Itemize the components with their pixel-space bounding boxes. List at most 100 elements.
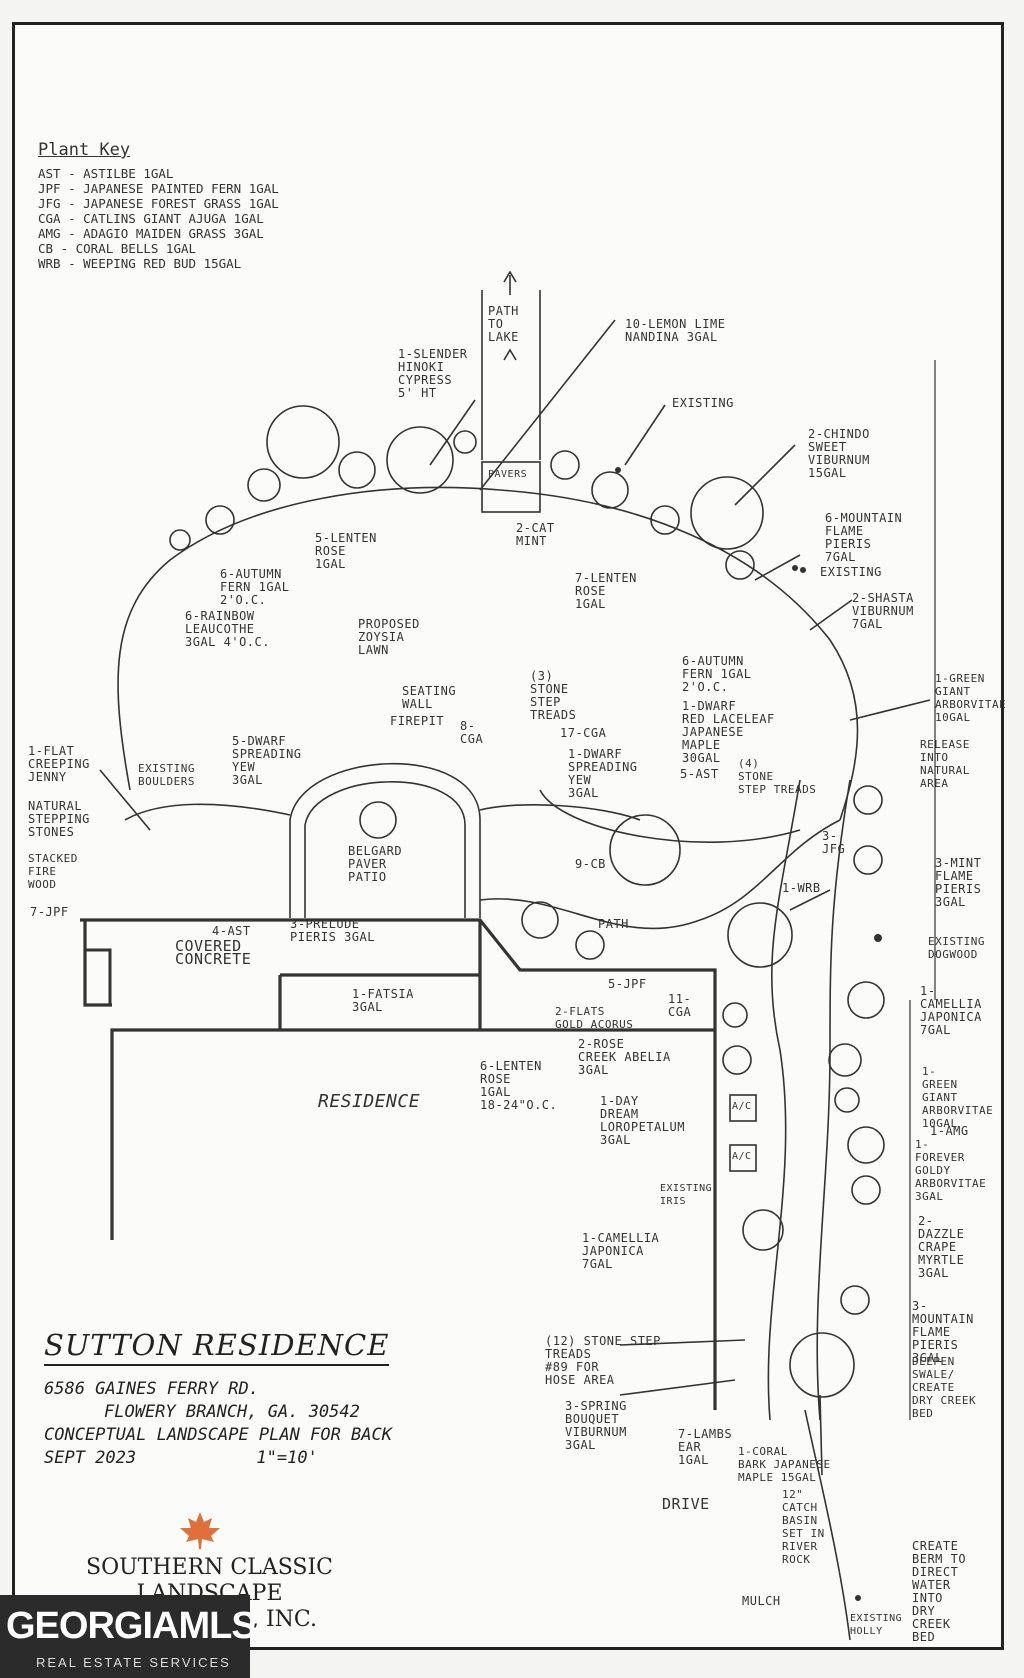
company-line-1: SOUTHERN CLASSIC: [86, 1555, 333, 1580]
label-release: RELEASE INTO NATURAL AREA: [920, 738, 970, 790]
label-camellia-bottom: 1-CAMELLIA JAPONICA 7GAL: [582, 1231, 660, 1271]
lawn-boundary: [117, 486, 859, 821]
label-path-to-lake: PATH TO LAKE: [488, 304, 519, 344]
plant-key-item: JPF - JAPANESE PAINTED FERN 1GAL: [38, 181, 279, 196]
label-ac-2: A/C: [732, 1151, 752, 1162]
label-day-dream: 1-DAY DREAM LOROPETALUM 3GAL: [600, 1094, 685, 1147]
label-coral-bark: 1-CORAL BARK JAPANESE MAPLE 15GAL: [738, 1445, 831, 1484]
label-chindo: 2-CHINDO SWEET VIBURNUM 15GAL: [808, 427, 870, 480]
label-existing-holly: EXISTING HOLLY: [850, 1613, 903, 1637]
label-dwarf-yew-1: 1-DWARF SPREADING YEW 3GAL: [568, 747, 638, 800]
label-existing-boulders: EXISTING BOULDERS: [138, 762, 195, 788]
label-seating-wall: SEATING WALL: [402, 684, 457, 711]
company-name: SOUTHERN CLASSIC LANDSCAPE , INC.: [86, 1555, 333, 1633]
label-mulch: MULCH: [742, 1594, 781, 1608]
plan-description: CONCEPTUAL LANDSCAPE PLAN FOR BACK: [44, 1425, 392, 1445]
patio-arch: [289, 762, 481, 918]
plant-key-item: AMG - ADAGIO MAIDEN GRASS 3GAL: [38, 226, 264, 241]
plant-key: Plant Key AST - ASTILBE 1GAL JPF - JAPAN…: [38, 140, 279, 271]
label-path: PATH: [598, 917, 629, 931]
project-title: SUTTON RESIDENCE: [44, 1328, 390, 1366]
watermark-brand: GEORGIAMLS: [6, 1605, 257, 1647]
label-pavers: PAVERS: [488, 469, 528, 480]
label-covered-concrete: COVERED CONCRETE: [175, 937, 252, 968]
plant-key-item: AST - ASTILBE 1GAL: [38, 166, 174, 181]
label-ast-4: 4-AST: [212, 924, 251, 938]
label-existing-iris: EXISTING IRIS: [660, 1183, 713, 1207]
wrb-circle: [727, 902, 793, 968]
label-forever-goldy: 1- FOREVER GOLDY ARBORVITAE 3GAL: [915, 1138, 987, 1203]
camellia-circle: [742, 1209, 784, 1251]
label-stone-step-12: (12) STONE STEP TREADS #89 FOR HOSE AREA: [545, 1334, 661, 1387]
label-dwarf-yew-5: 5-DWARF SPREADING YEW 3GAL: [232, 734, 302, 787]
label-mountain-flame-6: 6-MOUNTAIN FLAME PIERIS 7GAL: [825, 511, 903, 564]
coral-bark-circle: [789, 1332, 855, 1398]
label-stone-step-4: (4) STONE STEP TREADS: [738, 757, 817, 796]
label-autumn-fern-right: 6-AUTUMN FERN 1GAL 2'O.C.: [682, 654, 752, 694]
label-jpf-7: 7-JPF: [30, 905, 69, 919]
hinoki-circle: [386, 426, 454, 494]
label-cga-17: 17-CGA: [560, 726, 607, 740]
label-amg-1: 1-AMG: [930, 1124, 969, 1138]
label-green-giant-top: 1-GREEN GIANT ARBORVITAE 10GAL: [935, 672, 1007, 724]
chindo-circle: [690, 476, 764, 550]
label-catch-basin: 12" CATCH BASIN SET IN RIVER ROCK: [782, 1488, 825, 1566]
label-mint-flame-3: 3-MINT FLAME PIERIS 3GAL: [935, 856, 982, 909]
label-existing-dogwood: EXISTING DOGWOOD: [928, 935, 985, 961]
label-jfg-3: 3- JFG: [822, 829, 846, 856]
garden-path: [767, 779, 801, 1421]
label-existing-top: EXISTING: [672, 396, 734, 410]
label-stacked-wood: STACKED FIRE WOOD: [28, 852, 78, 891]
label-rose-creek: 2-ROSE CREEK ABELIA 3GAL: [578, 1037, 671, 1077]
plant-key-title: Plant Key: [38, 140, 131, 160]
plant-key-item: CGA - CATLINS GIANT AJUGA 1GAL: [38, 211, 264, 226]
label-spring-bouquet: 3-SPRING BOUQUET VIBURNUM 3GAL: [565, 1399, 627, 1452]
label-firepit: FIREPIT: [390, 714, 445, 728]
label-rainbow: 6-RAINBOW LEAUCOTHE 3GAL 4'O.C.: [185, 609, 270, 649]
label-shasta: 2-SHASTA VIBURNUM 7GAL: [852, 591, 914, 631]
plan-scale: 1"=10': [256, 1448, 318, 1468]
label-drive: DRIVE: [662, 1495, 710, 1513]
label-stone-step-3: (3) STONE STEP TREADS: [530, 669, 577, 722]
label-jpf-5: 5-JPF: [608, 977, 647, 991]
maple-circle: [609, 814, 681, 886]
address-line-2: FLOWERY BRANCH, GA. 30542: [104, 1402, 360, 1422]
georgia-mls-watermark: GEORGIAMLS REAL ESTATE SERVICES: [0, 1595, 257, 1678]
label-cb-9: 9-CB: [575, 857, 606, 871]
plant-key-item: CB - CORAL BELLS 1GAL: [38, 241, 197, 256]
address-line-1: 6586 GAINES FERRY RD.: [44, 1379, 259, 1399]
label-deepen-swale: DEEPEN SWALE/ CREATE DRY CREEK BED: [912, 1355, 977, 1420]
label-lambs-ear: 7-LAMBS EAR 1GAL: [678, 1427, 733, 1467]
label-cga-11: 11- CGA: [668, 992, 692, 1019]
label-prelude: 3-PRELUDE PIERIS 3GAL: [290, 917, 375, 944]
label-create-berm: CREATE BERM TO DIRECT WATER INTO DRY CRE…: [912, 1539, 967, 1644]
label-residence: RESIDENCE: [318, 1091, 421, 1112]
label-gold-acorus: 2-FLATS GOLD ACORUS: [555, 1005, 634, 1031]
label-fatsia: 1-FATSIA 3GAL: [352, 987, 414, 1014]
label-slender-hinoki: 1-SLENDER HINOKI CYPRESS 5' HT: [398, 347, 468, 400]
plan-date: SEPT 2023: [44, 1448, 137, 1468]
maple-leaf-icon: [180, 1512, 220, 1549]
bed-curve: [479, 819, 841, 930]
label-lenten-7: 7-LENTEN ROSE 1GAL: [575, 571, 637, 611]
label-ast-5: 5-AST: [680, 767, 719, 781]
label-natural-stones: NATURAL STEPPING STONES: [28, 799, 90, 839]
plant-key-item: JFG - JAPANESE FOREST GRASS 1GAL: [38, 196, 279, 211]
label-cga-8: 8- CGA: [460, 719, 484, 746]
label-lemon-lime: 10-LEMON LIME NANDINA 3GAL: [625, 317, 726, 344]
ac-box-2: [729, 1144, 757, 1172]
plant-key-item: WRB - WEEPING RED BUD 15GAL: [38, 256, 242, 271]
title-block: SUTTON RESIDENCE 6586 GAINES FERRY RD. F…: [44, 1328, 392, 1470]
label-proposed-lawn: PROPOSED ZOYSIA LAWN: [358, 617, 420, 657]
company-line-3: , INC.: [252, 1607, 317, 1632]
firepit-circle: [359, 801, 397, 839]
label-autumn-fern-top: 6-AUTUMN FERN 1GAL 2'O.C.: [220, 567, 290, 607]
label-ac-1: A/C: [732, 1101, 752, 1112]
label-dwarf-red: 1-DWARF RED LACELEAF JAPANESE MAPLE 30GA…: [682, 699, 775, 765]
label-existing-mid: EXISTING: [820, 565, 882, 579]
label-flat-creeping: 1-FLAT CREEPING JENNY: [28, 744, 90, 784]
drawing-sheet: [12, 22, 1004, 1650]
label-belgard: BELGARD PAVER PATIO: [348, 844, 403, 884]
tree-circle: [266, 405, 340, 479]
